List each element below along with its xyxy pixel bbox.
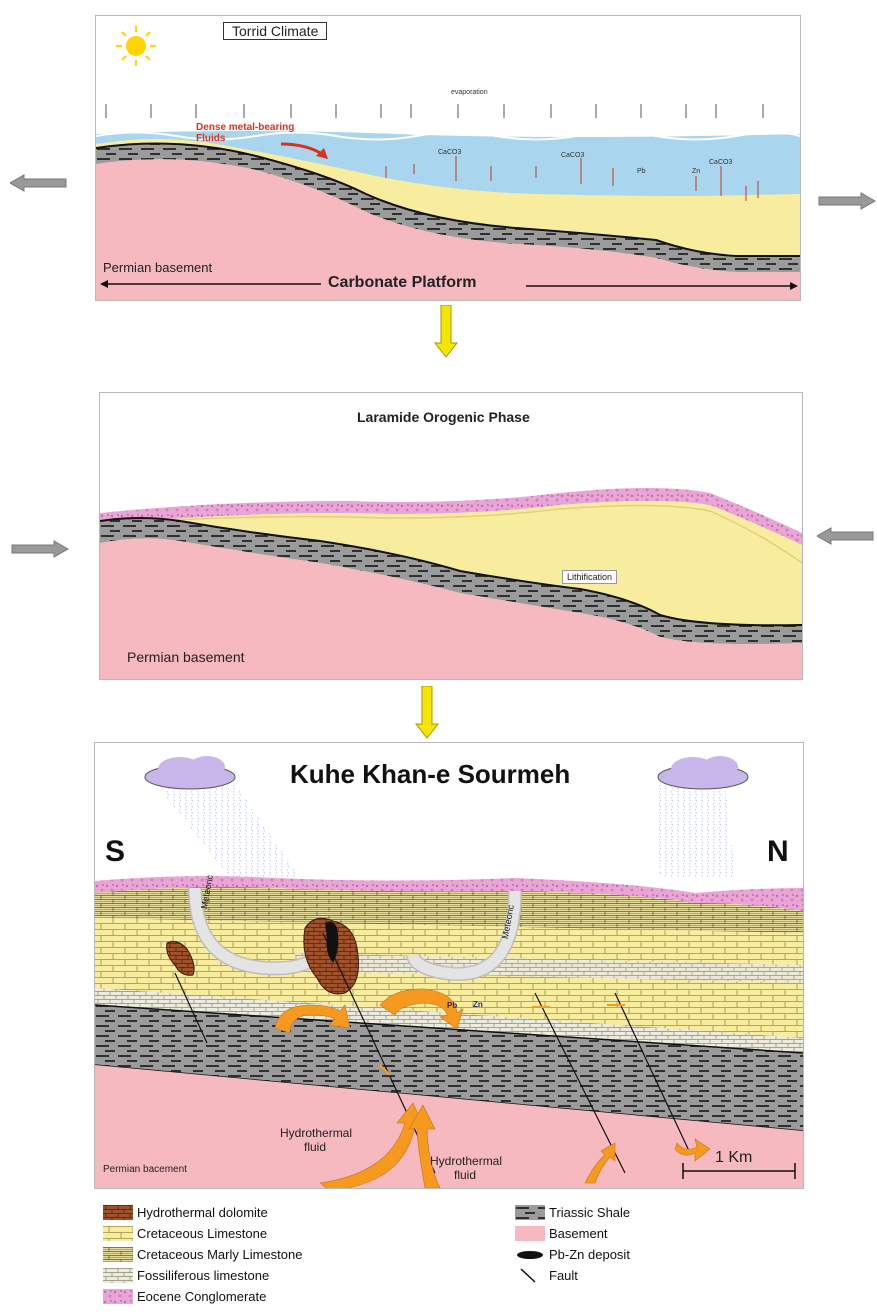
compression-arrow-left bbox=[10, 540, 70, 558]
extension-arrow-right bbox=[817, 192, 877, 210]
laramide-cross-section bbox=[100, 393, 802, 679]
laramide-title: Laramide Orogenic Phase bbox=[357, 409, 530, 425]
lithification-label: Lithification bbox=[562, 570, 617, 584]
legend-triassic-shale: Triassic Shale bbox=[515, 1205, 630, 1220]
cloud-icon-left bbox=[145, 756, 235, 789]
legend-cretaceous-limestone: Cretaceous Limestone bbox=[103, 1226, 267, 1241]
compression-arrow-right bbox=[817, 527, 877, 545]
scale-label: 1 Km bbox=[715, 1149, 752, 1167]
extension-arrow-left bbox=[10, 174, 70, 192]
sun-icon bbox=[116, 26, 156, 66]
legend-basement: Basement bbox=[515, 1226, 608, 1241]
climate-label: Torrid Climate bbox=[223, 22, 327, 40]
platform-label: Carbonate Platform bbox=[325, 274, 479, 292]
hydrothermal-fluid-label-2: Hydrothermal fluid bbox=[430, 1154, 500, 1182]
legend-eocene: Eocene Conglomerate bbox=[103, 1289, 266, 1304]
down-arrow-2 bbox=[415, 686, 439, 740]
kuhe-khan-title: Kuhe Khan-e Sourmeh bbox=[290, 759, 570, 790]
caco3-label-1: CaCO3 bbox=[438, 149, 461, 156]
pb-label: Pb bbox=[637, 168, 646, 175]
legend-cretaceous-marly: Cretaceous Marly Limestone bbox=[103, 1247, 302, 1262]
caco3-label-2: CaCO3 bbox=[561, 152, 584, 159]
legend-fossiliferous: Fossiliferous limestone bbox=[103, 1268, 269, 1283]
basement-label-3: Permian bacement bbox=[103, 1164, 187, 1175]
down-arrow-1 bbox=[434, 305, 458, 359]
fluid-label: Dense metal-bearing Fluids bbox=[196, 122, 296, 144]
legend-hydrothermal-dolomite: Hydrothermal dolomite bbox=[103, 1205, 268, 1220]
platform-cross-section bbox=[96, 16, 800, 300]
zn-label: Zn bbox=[692, 168, 700, 175]
zn-label-3: Zn bbox=[473, 1000, 483, 1009]
panel-carbonate-platform: Torrid Climate evaporation Dense metal-b… bbox=[95, 15, 801, 301]
cloud-icon-right bbox=[658, 756, 748, 789]
kuhe-khan-cross-section bbox=[95, 743, 803, 1188]
pb-label-3: Pb bbox=[447, 1001, 457, 1010]
panel-kuhe-khan: Kuhe Khan-e Sourmeh S N Meteoric Meteori… bbox=[94, 742, 804, 1189]
basement-label-1: Permian basement bbox=[103, 260, 212, 275]
rain-right bbox=[655, 783, 735, 878]
south-label: S bbox=[105, 835, 125, 869]
hydrothermal-fluid-label-1: Hydrothermal fluid bbox=[280, 1126, 350, 1154]
basement-label-2: Permian basement bbox=[127, 649, 245, 665]
legend-fault: Fault bbox=[515, 1268, 578, 1283]
rain-left bbox=[155, 783, 300, 878]
legend-pbzn-deposit: Pb-Zn deposit bbox=[515, 1247, 630, 1262]
evaporation-arrows bbox=[106, 104, 763, 118]
evaporation-label: evaporation bbox=[451, 89, 488, 96]
panel-laramide: Laramide Orogenic Phase Lithification Pe… bbox=[99, 392, 803, 680]
caco3-label-3: CaCO3 bbox=[709, 159, 732, 166]
north-label: N bbox=[767, 835, 789, 869]
